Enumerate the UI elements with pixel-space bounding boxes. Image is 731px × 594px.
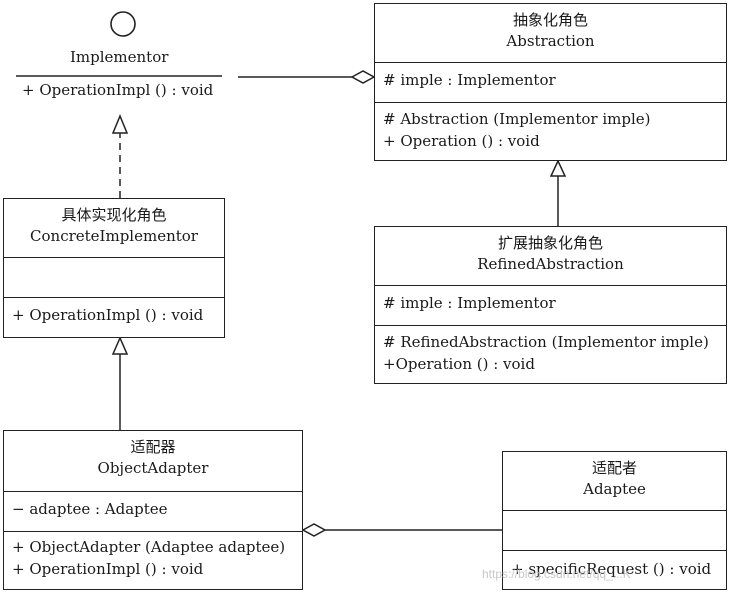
class-attributes: − adaptee : Adaptee [4,491,302,531]
class-name-zh: 抽象化角色 [512,11,588,29]
class-name-zh: 适配器 [130,438,176,456]
operation: + specificRequest () : void [511,560,712,578]
class-operations: + ObjectAdapter (Adaptee adaptee) + Oper… [4,531,302,583]
operation: # Abstraction (Implementor imple) [383,110,651,128]
generalization-arrowhead-adapter-icon [111,336,129,355]
class-header: 适配者 Adaptee [503,452,726,510]
class-concrete-implementor: 具体实现化角色 ConcreteImplementor + OperationI… [3,198,225,338]
class-name-zh: 适配者 [591,459,637,477]
class-operations: + specificRequest () : void [503,550,726,583]
operation: + ObjectAdapter (Adaptee adaptee) [12,538,286,556]
generalization-arrowhead-icon [549,159,567,177]
operation: # RefinedAbstraction (Implementor imple) [383,333,709,351]
watermark: https://blog.csdn.net/qq_...K [482,567,631,581]
aggregation-diamond-icon [350,70,376,84]
class-name-zh: 扩展抽象化角色 [497,234,603,252]
class-operations: # Abstraction (Implementor imple) + Oper… [375,102,726,155]
class-adaptee: 适配者 Adaptee + specificRequest () : void [502,451,727,590]
class-abstraction: 抽象化角色 Abstraction # imple : Implementor … [374,3,727,161]
operation: + OperationImpl () : void [12,306,204,324]
class-attributes [4,257,224,297]
operation: + Operation () : void [383,132,540,150]
class-header: 具体实现化角色 ConcreteImplementor [4,199,224,257]
class-name-en: ConcreteImplementor [30,227,198,245]
class-object-adapter: 适配器 ObjectAdapter − adaptee : Adaptee + … [3,430,303,590]
attribute: # imple : Implementor [383,71,556,89]
operation: +Operation () : void [383,355,535,373]
implementor-operation: + OperationImpl () : void [22,81,214,99]
operation: + OperationImpl () : void [12,560,204,578]
attribute: # imple : Implementor [383,294,556,312]
class-attributes: # imple : Implementor [375,285,726,325]
class-refined-abstraction: 扩展抽象化角色 RefinedAbstraction # imple : Imp… [374,226,727,384]
class-header: 扩展抽象化角色 RefinedAbstraction [375,227,726,285]
class-name-en: ObjectAdapter [97,459,209,477]
class-header: 抽象化角色 Abstraction [375,4,726,62]
realization-arrowhead-icon [111,114,129,134]
class-name-en: RefinedAbstraction [477,255,624,273]
implementor-name: Implementor [70,48,169,66]
class-header: 适配器 ObjectAdapter [4,431,302,491]
aggregation-diamond-adapter-icon [301,523,327,537]
class-name-en: Abstraction [506,32,595,50]
class-name-zh: 具体实现化角色 [61,206,167,224]
attribute: − adaptee : Adaptee [12,500,168,518]
class-name-en: Adaptee [583,480,646,498]
interface-lollipop-icon [110,11,136,37]
class-attributes: # imple : Implementor [375,62,726,102]
class-attributes [503,510,726,550]
class-operations: + OperationImpl () : void [4,297,224,329]
class-operations: # RefinedAbstraction (Implementor imple)… [375,325,726,378]
